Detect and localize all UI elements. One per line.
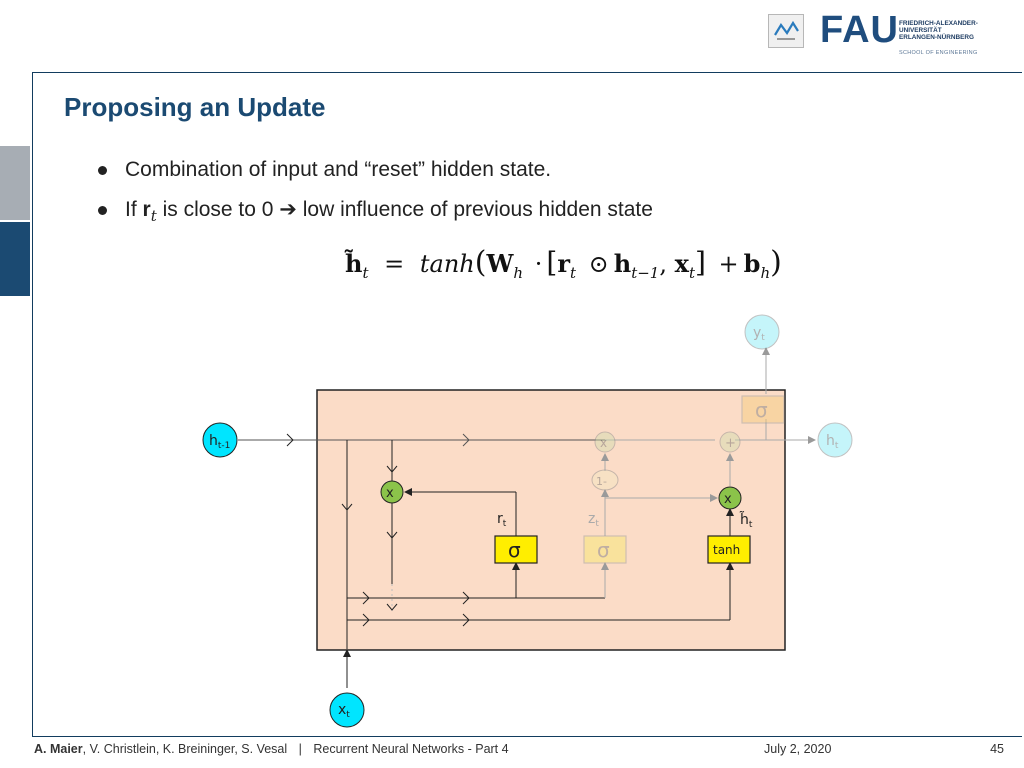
svg-text:σ: σ bbox=[755, 398, 768, 422]
reset-sigma-box: σ bbox=[494, 535, 538, 564]
fau-wordmark: FAU bbox=[820, 9, 899, 51]
candidate-state-label: h̃t bbox=[739, 511, 752, 530]
side-tab-grey bbox=[0, 146, 30, 220]
gru-cell-diagram: ht-1 xt yt ht x x x + 1- σ σ tanh bbox=[202, 314, 853, 728]
update-multiply-node: x bbox=[718, 486, 742, 510]
svg-text:xt: xt bbox=[338, 702, 350, 720]
bullet-item: Combination of input and “reset” hidden … bbox=[98, 156, 653, 196]
svg-text:x: x bbox=[724, 492, 732, 507]
slide-frame bbox=[32, 72, 1022, 737]
gru-update-equation: h̃t = tanh(Wh ·[rt ⊙ht−1, xt] +bh) bbox=[345, 245, 782, 282]
bullet-item: If rt is close to 0 ➔ low influence of p… bbox=[98, 196, 653, 236]
update-gate-label: zt bbox=[588, 511, 599, 529]
svg-text:+: + bbox=[725, 436, 736, 451]
side-tab-blue bbox=[0, 222, 30, 296]
svg-text:σ: σ bbox=[597, 538, 610, 562]
h-prev-node: ht-1 bbox=[202, 422, 238, 458]
footer-date: July 2, 2020 bbox=[764, 742, 832, 756]
output-sigma-box: σ bbox=[741, 395, 785, 424]
svg-text:1-: 1- bbox=[596, 475, 607, 488]
h-output-node: ht bbox=[817, 422, 853, 458]
svg-text:yt: yt bbox=[753, 325, 765, 343]
faint-multiply-node: x bbox=[594, 431, 616, 453]
y-output-node: yt bbox=[744, 314, 780, 350]
university-logo: FAU FRIEDRICH-ALEXANDER- UNIVERSITÄT ERL… bbox=[768, 9, 1008, 60]
slide-title: Proposing an Update bbox=[64, 92, 326, 122]
svg-text:σ: σ bbox=[508, 538, 521, 562]
svg-text:ht: ht bbox=[826, 433, 839, 451]
university-name: FRIEDRICH-ALEXANDER- UNIVERSITÄT ERLANGE… bbox=[899, 20, 978, 41]
page-number: 45 bbox=[990, 742, 1004, 756]
one-minus-node: 1- bbox=[591, 469, 619, 491]
faculty-seal-icon bbox=[768, 14, 804, 48]
reset-gate-label: rt bbox=[497, 511, 507, 529]
svg-text:ht-1: ht-1 bbox=[209, 433, 230, 451]
gru-cell-box bbox=[316, 389, 786, 651]
svg-text:x: x bbox=[600, 436, 607, 450]
bullet-list: Combination of input and “reset” hidden … bbox=[98, 156, 653, 236]
x-input-node: xt bbox=[329, 692, 365, 728]
tanh-box: tanh bbox=[707, 535, 751, 564]
faint-add-node: + bbox=[719, 431, 741, 453]
svg-text:x: x bbox=[386, 486, 394, 501]
footer: A. Maier, V. Christlein, K. Breininger, … bbox=[34, 742, 1004, 758]
update-sigma-box: σ bbox=[583, 535, 627, 564]
svg-text:tanh: tanh bbox=[713, 543, 740, 557]
footer-authors: A. Maier, V. Christlein, K. Breininger, … bbox=[34, 742, 509, 756]
reset-multiply-node: x bbox=[380, 480, 404, 504]
school-name: SCHOOL OF ENGINEERING bbox=[899, 50, 978, 56]
